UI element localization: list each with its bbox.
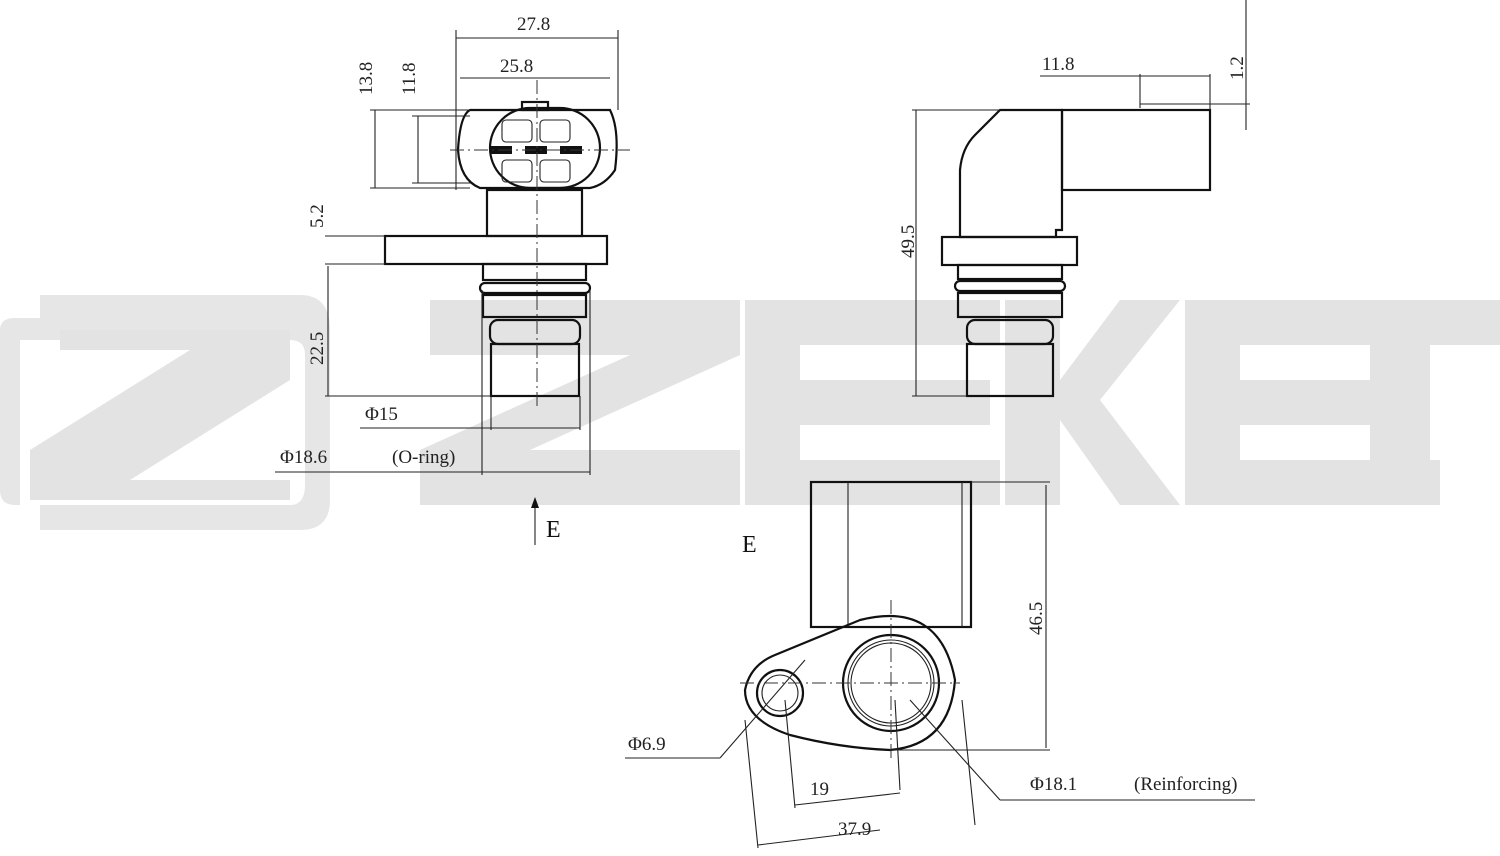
oring-note: (O-ring) xyxy=(392,447,455,468)
dim-latch-offset: 1.2 xyxy=(1227,56,1248,80)
dim-hole-diameter: Φ6.9 xyxy=(628,734,666,755)
dim-inner-width: 25.8 xyxy=(500,56,533,77)
dim-flange-length: 37.9 xyxy=(838,819,871,840)
dim-connector-depth: 11.8 xyxy=(1042,54,1075,75)
bottom-view: E 46.5 Φ6.9 19 37.9 Φ18.1 (Reinforcing) xyxy=(625,480,1255,849)
dim-flange-thickness: 5.2 xyxy=(307,204,328,228)
dim-probe-length: 22.5 xyxy=(307,332,328,365)
dim-body-diameter: Φ18.1 xyxy=(1030,774,1077,795)
dim-bottom-height: 46.5 xyxy=(1026,602,1047,635)
dim-total-height: 49.5 xyxy=(898,225,919,258)
dim-connector-height-outer: 13.8 xyxy=(356,62,377,95)
side-view: 49.5 11.8 1.2 xyxy=(898,0,1250,398)
front-view: 27.8 25.8 13.8 11.8 5.2 22.5 Φ15 Φ18.6 (… xyxy=(275,14,630,545)
dim-connector-height-inner: 11.8 xyxy=(399,62,420,95)
view-label: E xyxy=(742,532,757,558)
zekkert-watermark xyxy=(0,295,1500,530)
view-arrow-label: E xyxy=(546,517,561,543)
dim-hole-center-distance: 19 xyxy=(810,779,829,800)
dim-oring-diameter: Φ18.6 xyxy=(280,447,327,468)
dim-probe-diameter: Φ15 xyxy=(365,404,398,425)
body-note: (Reinforcing) xyxy=(1134,774,1237,795)
dim-overall-width: 27.8 xyxy=(517,14,550,35)
